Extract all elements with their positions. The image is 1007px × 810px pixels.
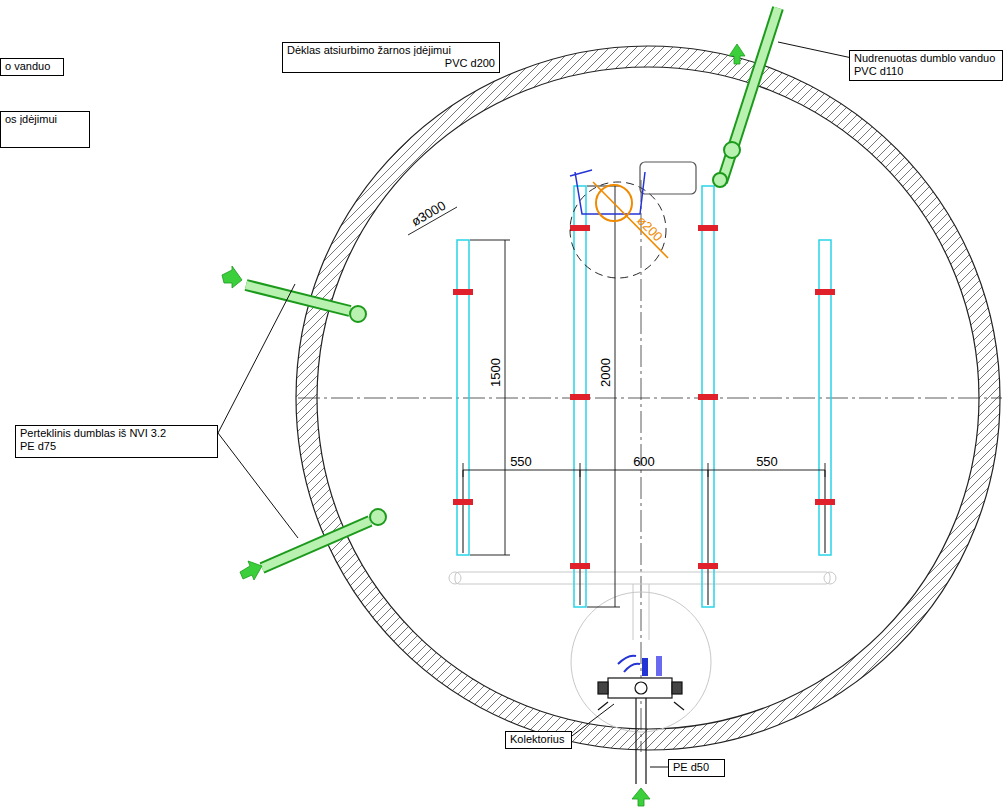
- dimension-value: 600: [633, 454, 655, 469]
- dimension-value: 1500: [487, 358, 502, 387]
- diameter-label: ø200: [634, 212, 666, 244]
- leader-lines: [218, 42, 852, 767]
- dimension-value: 2000: [597, 358, 612, 387]
- callout-box: Dėklas atsiurbimo žarnos įdėjimuiPVC d20…: [282, 42, 500, 73]
- callout-box: Perteklinis dumblas iš NVI 3.2PE d75: [15, 425, 218, 458]
- callout-box: Kolektorius: [505, 731, 572, 749]
- center-lines: [298, 180, 1002, 752]
- callout-box-cut: o vanduo: [0, 58, 64, 76]
- callout-text: Dėklas atsiurbimo žarnos įdėjimui: [287, 44, 495, 57]
- callout-text: Kolektorius: [510, 733, 567, 746]
- callout-box-cut: os įdėjimui: [0, 111, 90, 148]
- distribution-pipe: [449, 572, 836, 732]
- callout-text: PE d75: [20, 440, 213, 453]
- suction-sleeve: [570, 162, 696, 278]
- callout-text: o vanduo: [5, 60, 59, 73]
- callout-text: PVC d200: [287, 57, 495, 70]
- callout-text: PE d50: [673, 761, 720, 774]
- dimension-lines: [408, 186, 825, 607]
- callout-box: Nudrenuotas dumblo vanduoPVC d110: [849, 50, 1003, 81]
- callout-text: Nudrenuotas dumblo vanduo: [854, 52, 998, 65]
- dimension-value: 550: [756, 454, 778, 469]
- green-pipes: [222, 8, 778, 806]
- dimension-value: 550: [510, 454, 532, 469]
- diffuser-bars: [453, 186, 835, 607]
- callout-text: PVC d110: [854, 65, 998, 78]
- callout-box: PE d50: [668, 759, 725, 777]
- callout-text: Perteklinis dumblas iš NVI 3.2: [20, 427, 213, 440]
- callout-text: os įdėjimui: [5, 113, 85, 126]
